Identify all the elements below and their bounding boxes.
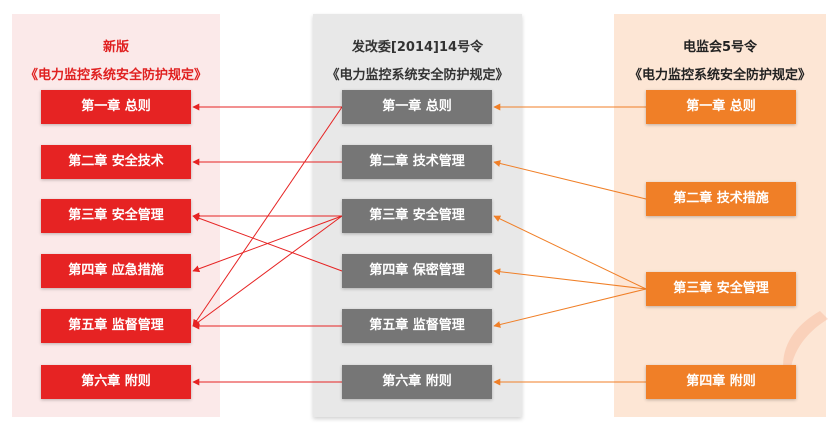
new-column-title: 新版	[102, 40, 129, 55]
new-chapter-3-box: 第三章 安全管理	[41, 199, 191, 233]
mid-to-new-arrow-7	[192, 214, 343, 272]
ndrc-chapter-4-box: 第四章 保密管理	[342, 254, 492, 288]
serc-chapter-1-box: 第一章 总则	[646, 90, 796, 124]
ndrc-column-title: 发改委[2014]14号令	[351, 40, 484, 55]
serc-to-ndrc-arrow-4	[493, 268, 647, 290]
serc-chapter-2-box: 第二章 技术措施	[646, 182, 796, 216]
new-chapter-5-box: 第五章 监督管理	[41, 309, 191, 343]
serc-chapter-3-box: 第三章 安全管理	[646, 272, 796, 306]
serc-to-ndrc-arrow-5	[493, 288, 647, 328]
mid-to-new-arrow-6	[192, 215, 343, 327]
serc-to-ndrc-arrow-2	[493, 160, 647, 200]
new-chapter-6-box: 第六章 附则	[41, 365, 191, 399]
new-chapter-4-box: 第四章 应急措施	[41, 254, 191, 288]
serc-chapter-4-box: 第四章 附则	[646, 365, 796, 399]
new-chapter-2-box: 第二章 安全技术	[41, 145, 191, 179]
new-chapter-1-box: 第一章 总则	[41, 90, 191, 124]
ndrc-chapter-1-box: 第一章 总则	[342, 90, 492, 124]
ndrc-column-subtitle: 《电力监控系统安全防护规定》	[326, 68, 509, 83]
serc-to-ndrc-arrow-3	[493, 215, 647, 290]
serc-column-subtitle: 《电力监控系统安全防护规定》	[628, 68, 811, 83]
ndrc-chapter-2-box: 第二章 技术管理	[342, 145, 492, 179]
new-column-subtitle: 《电力监控系统安全防护规定》	[24, 68, 207, 83]
ndrc-chapter-6-box: 第六章 附则	[342, 365, 492, 399]
serc-column-title: 电监会5号令	[682, 40, 758, 55]
ndrc-chapter-3-box: 第三章 安全管理	[342, 199, 492, 233]
ndrc-chapter-5-box: 第五章 监督管理	[342, 309, 492, 343]
